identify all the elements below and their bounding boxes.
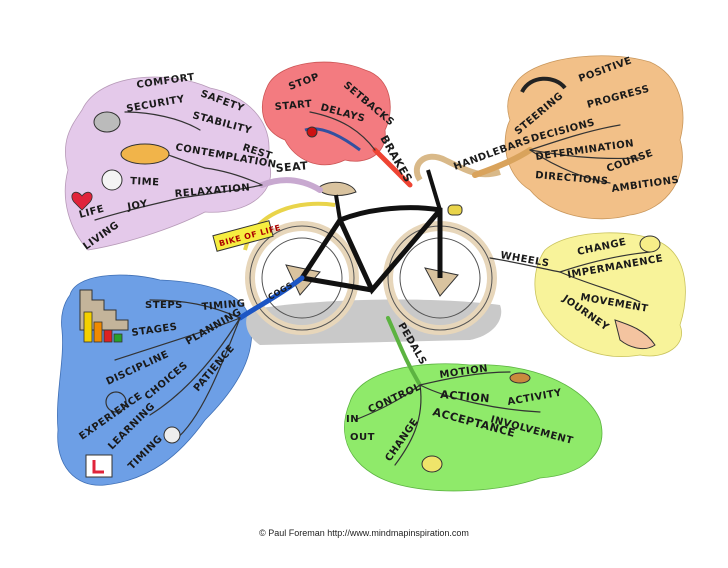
coin-doodle [639, 235, 661, 253]
steering-wheel-doodle [520, 76, 567, 94]
handlebars-cluster-blob [504, 55, 684, 220]
learner-plate-icon [85, 454, 113, 478]
brakes-word-start: START [274, 99, 312, 113]
bicycle-illustration [243, 153, 502, 345]
pedals-word-in: IN [346, 414, 359, 425]
front-fork [426, 169, 442, 211]
pedals-cluster-blob [344, 363, 603, 492]
spiral-doodle [105, 391, 127, 413]
hand-doodle [614, 319, 656, 350]
wheels-cluster-blob [534, 232, 686, 357]
padlock-doodle [93, 111, 121, 133]
seat-cushion-doodle [120, 143, 170, 165]
heart-icon [71, 191, 93, 211]
branch-lines [94, 111, 651, 466]
pedals-word-out: OUT [350, 432, 375, 443]
credit-footer: © Paul Foreman http://www.mindmapinspira… [259, 528, 469, 538]
brakes-cluster-blob [262, 61, 391, 166]
headlamp [447, 204, 463, 216]
stopwatch-doodle [163, 426, 181, 444]
seat-label: SEAT [275, 159, 309, 175]
bike-seat [317, 181, 357, 196]
pedal-doodle [509, 372, 531, 384]
clock-doodle [101, 169, 123, 191]
cogs-word-steps: STEPS [145, 300, 183, 311]
cogs-word-timing: TIMING [201, 298, 246, 313]
bar-chart-doodle [83, 311, 123, 343]
seat-word-time: TIME [130, 176, 160, 189]
cogs-label: COGS [267, 280, 295, 301]
bike-frame [299, 205, 443, 295]
seat-word-joy: JOY [126, 198, 149, 213]
pedals-word-action: ACTION [440, 388, 491, 405]
tennis-ball-doodle [421, 455, 443, 473]
